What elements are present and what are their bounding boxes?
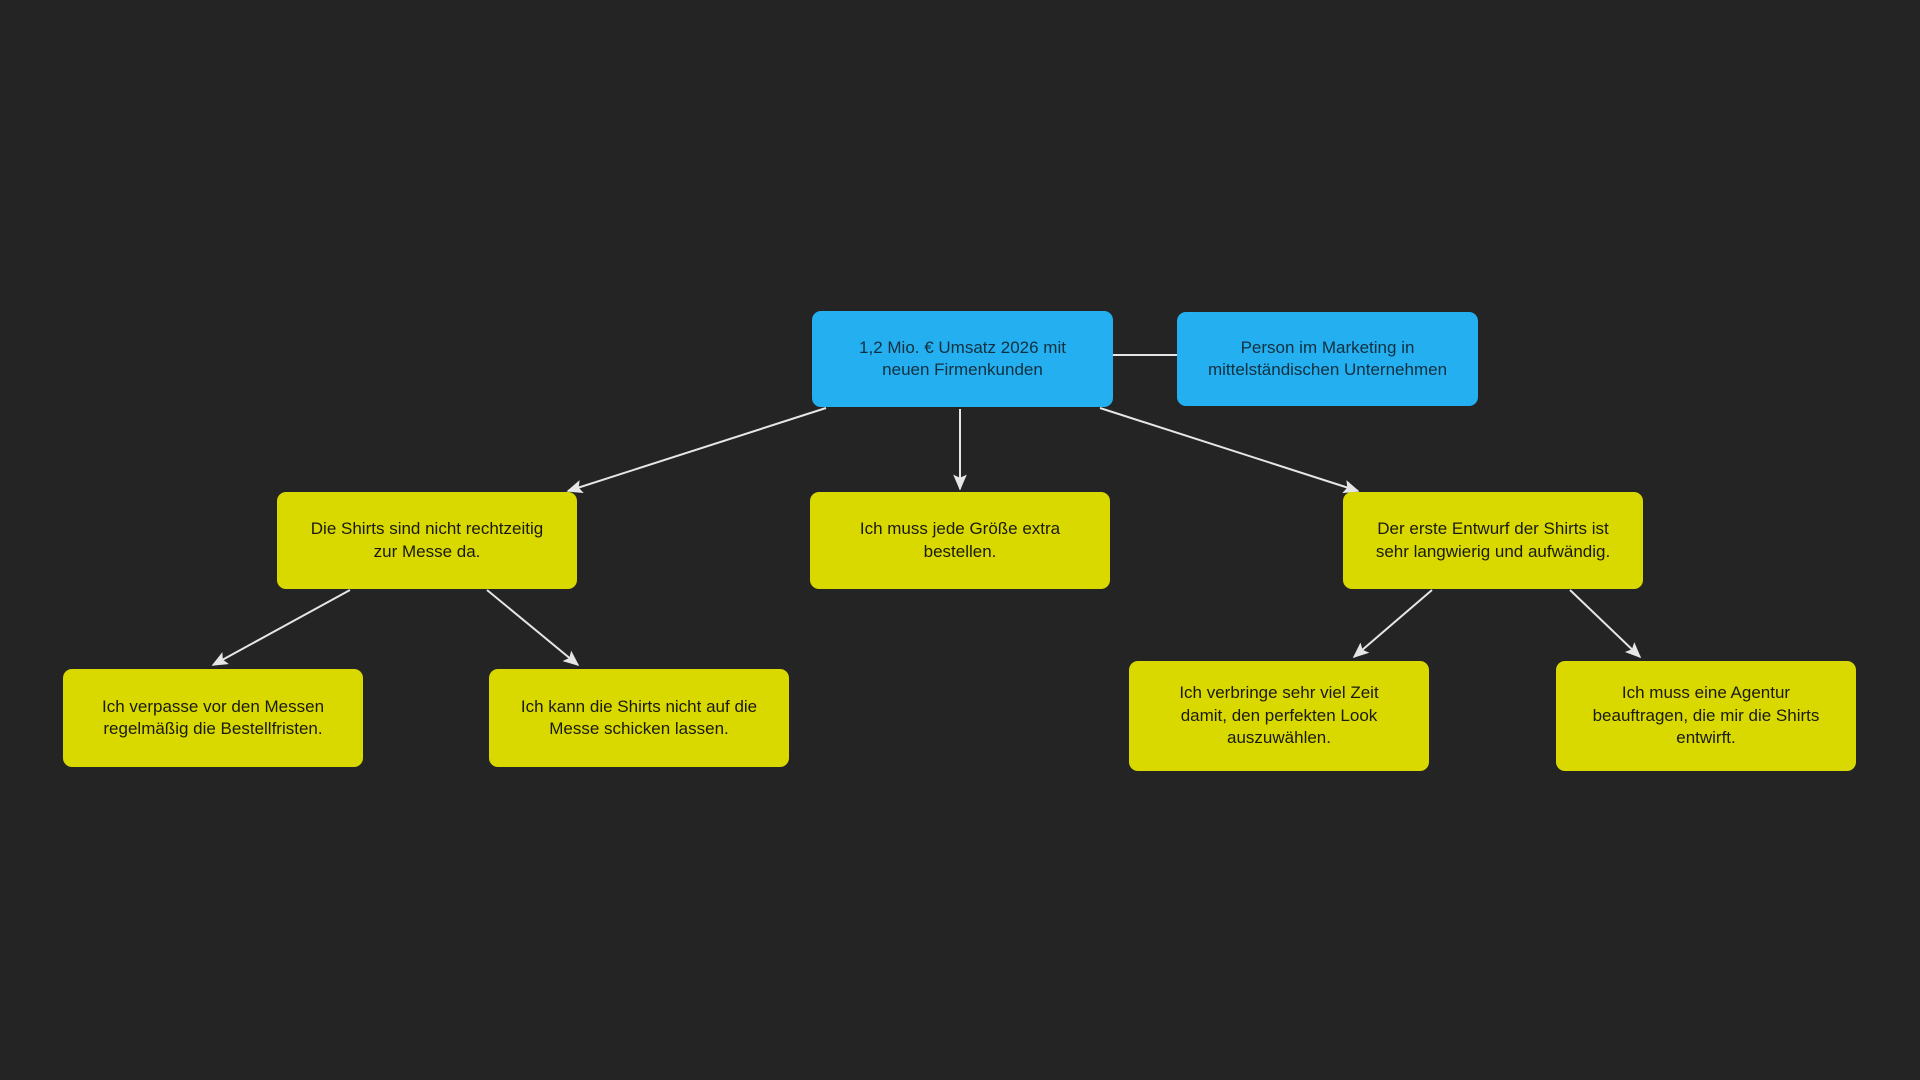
node-detail-2[interactable]: Ich kann die Shirts nicht auf die Messe … bbox=[489, 669, 789, 767]
node-problem-2[interactable]: Ich muss jede Größe extra bestellen. bbox=[810, 492, 1110, 589]
node-goal[interactable]: 1,2 Mio. € Umsatz 2026 mit neuen Firmenk… bbox=[812, 311, 1113, 407]
node-label: Ich verbringe sehr viel Zeit damit, den … bbox=[1179, 683, 1379, 748]
node-label: Ich verpasse vor den Messen regelmäßig d… bbox=[101, 696, 325, 738]
connector-arrow bbox=[1352, 589, 1433, 659]
node-detail-3[interactable]: Ich verbringe sehr viel Zeit damit, den … bbox=[1129, 661, 1429, 771]
node-label: Ich kann die Shirts nicht auf die Messe … bbox=[520, 696, 758, 738]
node-problem-3[interactable]: Der erste Entwurf der Shirts ist sehr la… bbox=[1343, 492, 1643, 589]
connector-arrow bbox=[566, 407, 827, 494]
node-label: Person im Marketing in mittelständischen… bbox=[1207, 337, 1448, 379]
node-label: Der erste Entwurf der Shirts ist sehr la… bbox=[1375, 519, 1611, 561]
node-detail-1[interactable]: Ich verpasse vor den Messen regelmäßig d… bbox=[63, 669, 363, 767]
node-detail-4[interactable]: Ich muss eine Agentur beauftragen, die m… bbox=[1556, 661, 1856, 771]
node-label: Ich muss jede Größe extra bestellen. bbox=[859, 519, 1061, 561]
connector-arrow bbox=[1099, 407, 1360, 494]
node-label: 1,2 Mio. € Umsatz 2026 mit neuen Firmenk… bbox=[859, 337, 1066, 379]
node-problem-1[interactable]: Die Shirts sind nicht rechtzeitig zur Me… bbox=[277, 492, 577, 589]
connector-arrow bbox=[211, 589, 351, 666]
node-label: Ich muss eine Agentur beauftragen, die m… bbox=[1592, 683, 1820, 748]
node-persona[interactable]: Person im Marketing in mittelständischen… bbox=[1177, 312, 1478, 406]
node-label: Die Shirts sind nicht rechtzeitig zur Me… bbox=[310, 519, 544, 561]
connector-arrow bbox=[486, 589, 580, 667]
connector-arrow bbox=[1569, 589, 1642, 659]
